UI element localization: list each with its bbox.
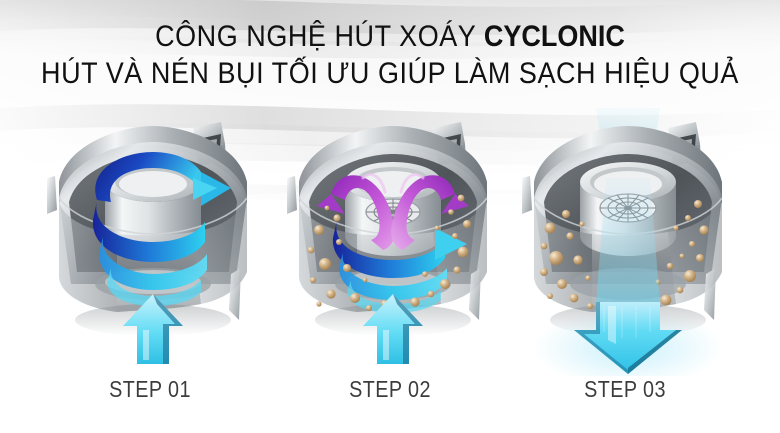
headline-line-2: HÚT VÀ NÉN BỤI TỐI ƯU GIÚP LÀM SẠCH HIỆU… (41, 57, 739, 90)
step-label-3: STEP 03 (584, 376, 666, 402)
steps-row: STEP 01 (0, 108, 780, 433)
headline-line-1: CÔNG NGHỆ HÚT XOÁY CYCLONIC (39, 20, 741, 53)
step-label-1: STEP 01 (109, 376, 191, 402)
headline-line-1-regular: CÔNG NGHỆ HÚT XOÁY (155, 20, 484, 53)
step-label-2: STEP 02 (349, 376, 431, 402)
step-panel-1: STEP 01 (25, 108, 275, 433)
cyclone-bin-separation-icon (265, 108, 515, 376)
cyclone-bin-exhaust-icon (500, 108, 750, 376)
headline: CÔNG NGHỆ HÚT XOÁY CYCLONIC HÚT VÀ NÉN B… (0, 20, 780, 90)
step-panel-3: STEP 03 (500, 108, 750, 433)
headline-brand-cyclonic: CYCLONIC (483, 20, 625, 53)
step-panel-2: STEP 02 (265, 108, 515, 433)
cyclone-bin-intake-icon (25, 108, 275, 376)
